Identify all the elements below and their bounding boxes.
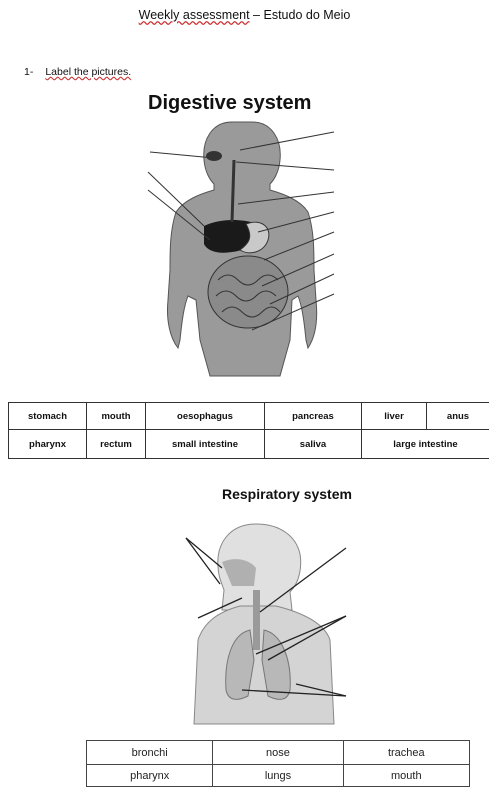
word-bank-cell: mouth [343,765,469,787]
word-bank-cell: nose [213,741,343,765]
word-bank-cell: bronchi [87,741,213,765]
word-bank-cell: pharynx [87,765,213,787]
respiratory-word-bank: bronchi nose trachea pharynx lungs mouth [86,740,470,787]
word-bank-cell: trachea [343,741,469,765]
word-bank-cell: lungs [213,765,343,787]
